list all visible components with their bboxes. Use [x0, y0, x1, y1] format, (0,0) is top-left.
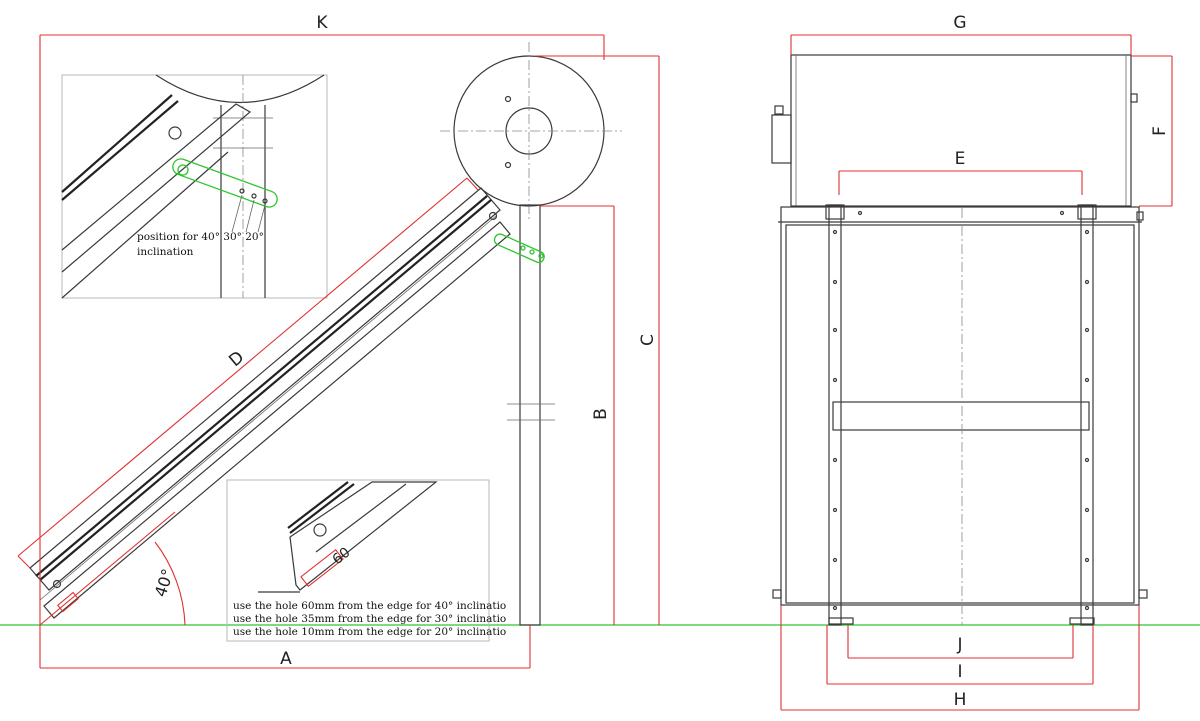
- collector-panel: [29, 187, 501, 591]
- dimension-A: A: [280, 649, 292, 669]
- dimension-D: D: [225, 347, 248, 371]
- dimension-B: B: [591, 408, 611, 420]
- tank-front: [790, 54, 1132, 207]
- cross-bar: [832, 401, 1090, 431]
- side-dimensions: K C B D A: [17, 13, 660, 669]
- dimension-J: J: [956, 635, 962, 655]
- collector-front-frame: [780, 206, 1140, 606]
- position-note-inclination: inclination: [137, 246, 194, 258]
- side-view: 40°: [29, 42, 622, 626]
- dimension-K: K: [316, 13, 328, 33]
- hole-note-40: use the hole 60mm from the edge for 40° …: [233, 600, 506, 612]
- hole-note-20: use the hole 10mm from the edge for 20° …: [233, 626, 506, 638]
- position-note: position for 40° 30° 20°: [137, 231, 264, 243]
- front-dimensions: G F E J I H: [780, 13, 1173, 711]
- dimension-H: H: [954, 690, 967, 710]
- dimension-C: C: [638, 334, 658, 346]
- detail-bottom: 60 use the hole 60mm from the edge for 4…: [226, 479, 506, 642]
- dimension-G: G: [953, 13, 966, 33]
- support-leg: [519, 204, 541, 626]
- angle-label: 40°: [151, 566, 178, 599]
- dimension-I: I: [957, 662, 962, 682]
- front-view: [771, 54, 1148, 626]
- hole-note-30: use the hole 35mm from the edge for 30° …: [233, 613, 506, 625]
- hole-distance-label: 60: [330, 545, 354, 569]
- dimension-F: F: [1150, 126, 1170, 136]
- detail-top: position for 40° 30° 20° inclination: [61, 74, 328, 299]
- dimension-E: E: [955, 149, 966, 169]
